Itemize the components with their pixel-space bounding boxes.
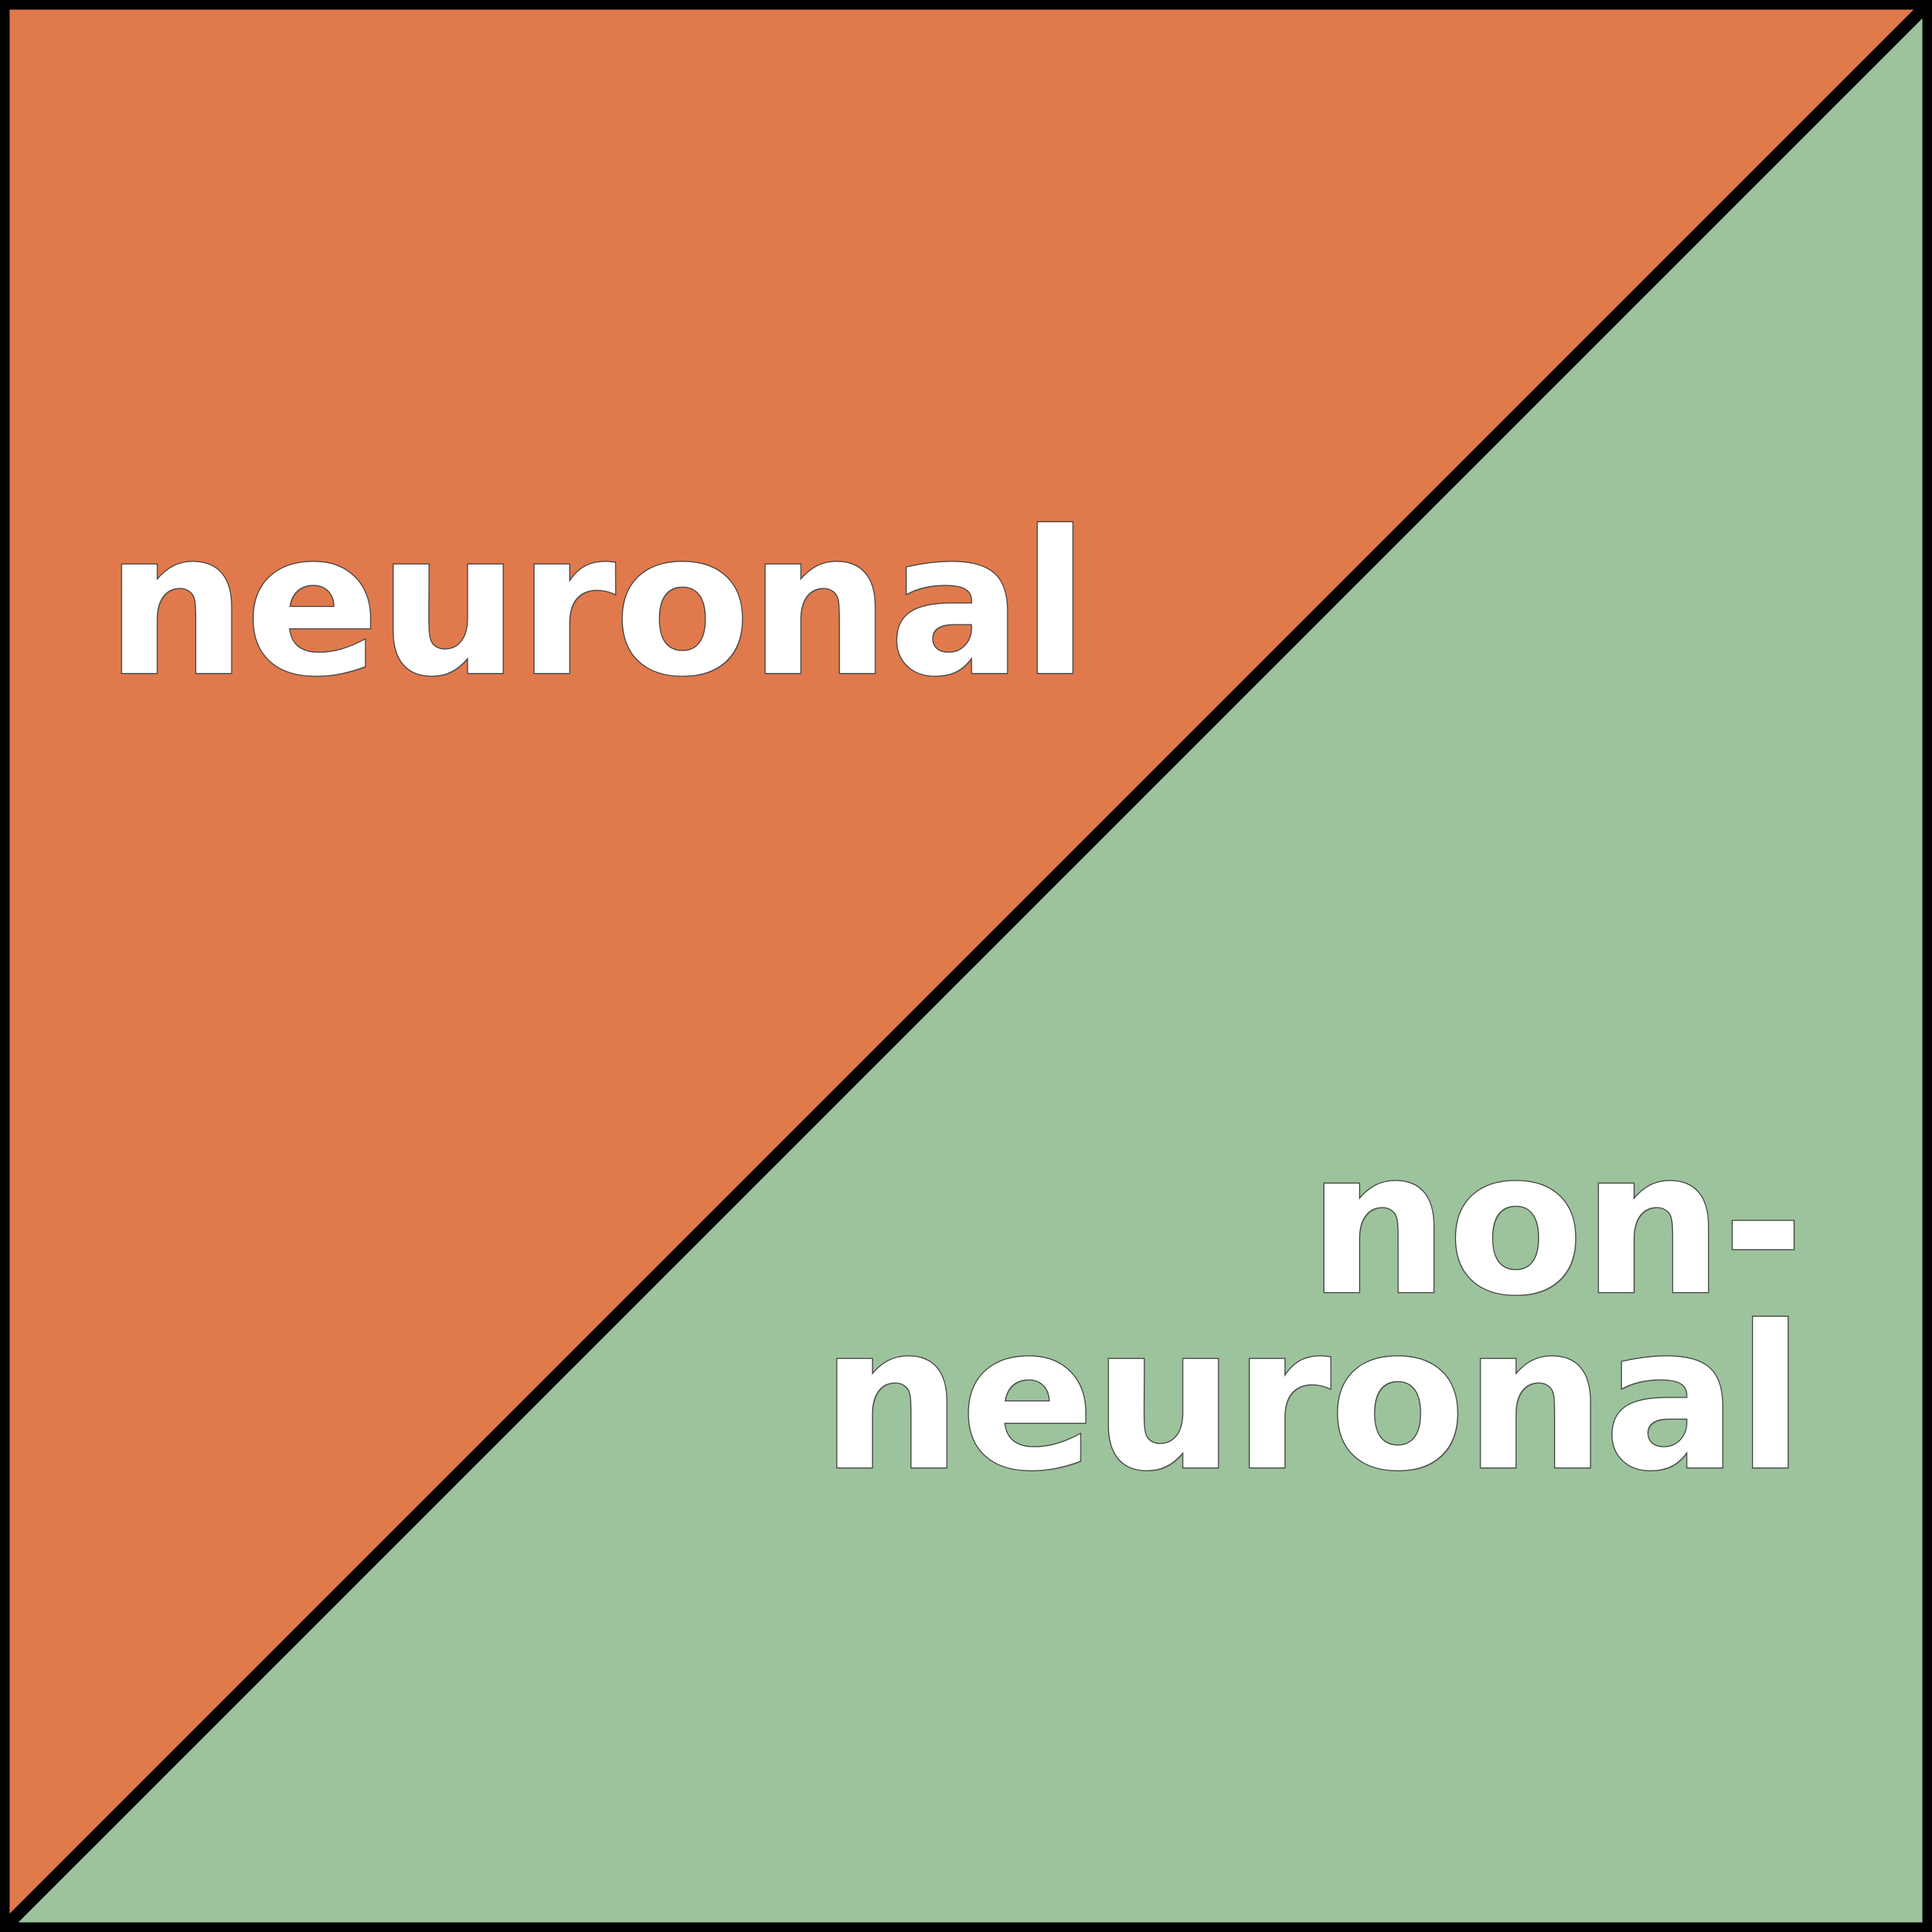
- region-label-non-neuronal: non- neuronal: [820, 1108, 1806, 1514]
- region-label-neuronal: neuronal: [105, 489, 1091, 720]
